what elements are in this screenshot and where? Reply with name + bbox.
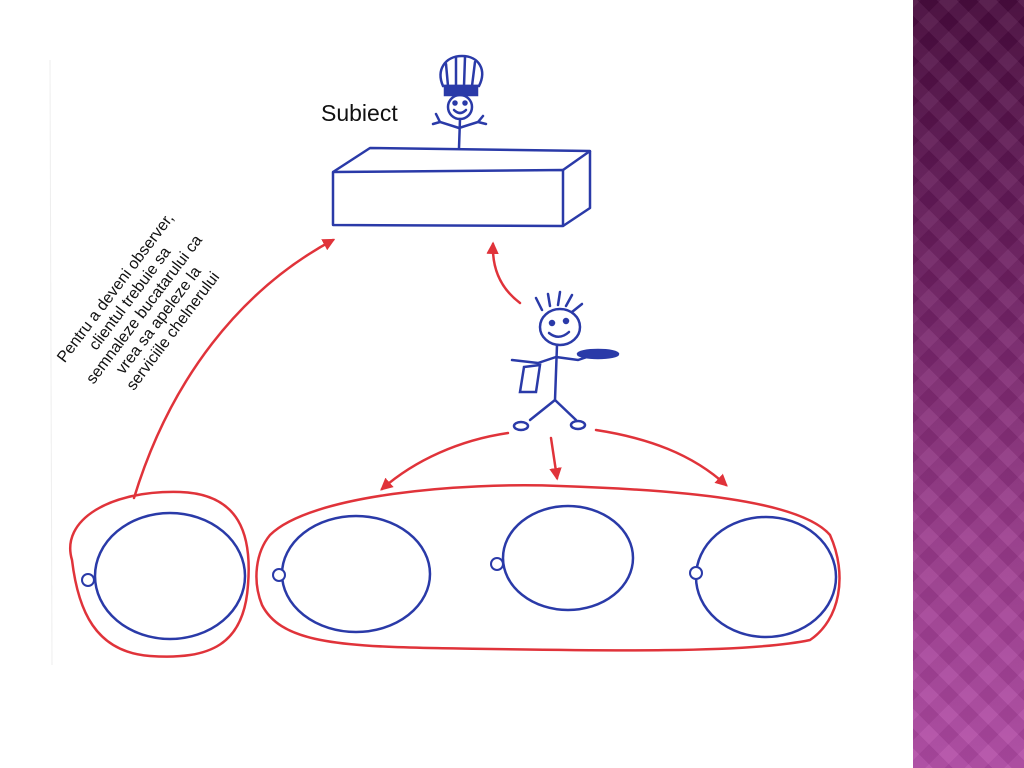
arrow-observer-to-subject xyxy=(132,238,336,500)
subject-box xyxy=(331,146,592,228)
arrow-waiter-down xyxy=(549,436,562,481)
slide: Subiect Pentru a deveni observer, client… xyxy=(49,54,841,666)
subject-label: Subiect xyxy=(321,100,398,126)
arrow-waiter-right xyxy=(594,428,728,487)
table-circle xyxy=(501,504,635,612)
table-circle xyxy=(93,511,247,641)
table-circle xyxy=(280,514,432,634)
chef-figure-icon xyxy=(431,54,488,150)
table-circle xyxy=(694,515,838,639)
waiter-figure-icon xyxy=(510,290,620,432)
observer-group-registered xyxy=(255,484,841,652)
diagram-sketch xyxy=(49,54,841,666)
observer-group-new xyxy=(69,490,250,658)
arrow-waiter-to-subject xyxy=(486,241,522,305)
arrows xyxy=(132,238,728,500)
paper-edge xyxy=(49,59,53,666)
side-decoration-band xyxy=(913,0,1024,768)
arrow-waiter-left xyxy=(380,431,510,491)
